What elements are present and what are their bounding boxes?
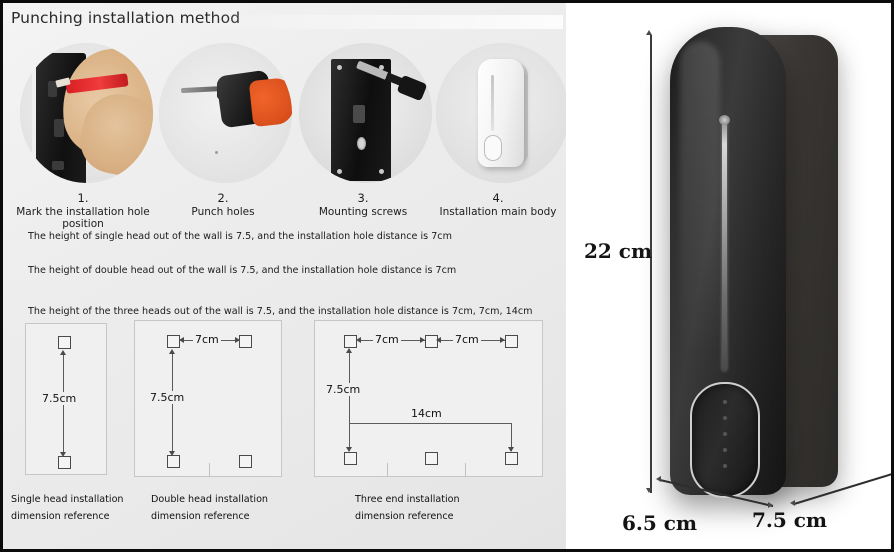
- arrow-up-icon: [169, 349, 175, 354]
- dispenser-pump-button: [484, 135, 502, 161]
- drill-housing-icon: [248, 76, 292, 128]
- single-head-diagram: 7.5cm: [25, 323, 107, 475]
- step-3-caption: 3. Mounting screws: [293, 191, 433, 218]
- title-fade-decoration: [203, 15, 563, 29]
- double-head-label-line1: Double head installation: [151, 494, 269, 505]
- divider: [209, 463, 210, 477]
- step-4-caption: 4. Installation main body: [427, 191, 566, 218]
- step-4-image: [436, 43, 566, 183]
- arrow-down-icon: [346, 447, 352, 452]
- double-head-label-line2: dimension reference: [151, 511, 250, 522]
- dimension-height: 22 cm: [584, 239, 653, 263]
- hole-marker: [344, 452, 357, 465]
- product-level-window: [722, 119, 727, 371]
- step-2-image: [159, 43, 292, 183]
- dim-7-5cm: 7.5cm: [40, 392, 79, 405]
- note-three-head: The height of the three heads out of the…: [28, 306, 533, 317]
- arrow-right-icon: [235, 337, 240, 343]
- wall-mark-dot: [215, 151, 218, 154]
- three-end-label-line2: dimension reference: [355, 511, 454, 522]
- step-1-image: [20, 43, 153, 183]
- arrow-up-icon: [60, 350, 66, 355]
- divider: [387, 463, 388, 477]
- product-photo: [670, 27, 838, 498]
- span-line: [349, 423, 511, 424]
- hole-marker: [239, 335, 252, 348]
- hole-marker: [425, 452, 438, 465]
- single-head-label-line1: Single head installation: [11, 494, 124, 505]
- note-single-head: The height of single head out of the wal…: [28, 231, 452, 242]
- dim-7cm: 7cm: [193, 333, 221, 346]
- arrow-down-icon: [60, 452, 66, 457]
- wall-edge: [32, 53, 38, 183]
- installation-instructions-panel: Punching installation method: [0, 3, 566, 549]
- divider: [465, 463, 466, 477]
- step-2-caption: 2. Punch holes: [163, 191, 283, 218]
- step-2-label: Punch holes: [191, 206, 255, 218]
- dimension-line: [349, 352, 350, 450]
- step-1-label: Mark the installation hole position: [16, 206, 150, 230]
- dim-14cm: 14cm: [409, 407, 444, 420]
- dimension-width: 6.5 cm: [622, 511, 698, 535]
- product-front-face: [670, 27, 786, 495]
- arrow-right-icon: [500, 337, 505, 343]
- arrow-left-icon: [790, 500, 795, 506]
- hole-marker: [505, 335, 518, 348]
- three-end-diagram: 7cm 7cm 7.5cm 14cm: [314, 320, 543, 477]
- hole-marker: [505, 452, 518, 465]
- dispenser-window: [491, 75, 494, 131]
- product-dimensions-panel: 22 cm 6.5 cm 7.5 cm: [566, 3, 894, 549]
- single-head-label-line2: dimension reference: [11, 511, 110, 522]
- dim-7cm-left: 7cm: [373, 333, 401, 346]
- hole-marker: [58, 336, 71, 349]
- hole-marker: [167, 455, 180, 468]
- span-line: [511, 423, 512, 451]
- product-highlight: [680, 41, 720, 361]
- product-pump-button: [690, 382, 760, 498]
- dimension-depth: 7.5 cm: [752, 508, 828, 532]
- arrow-left-icon: [436, 337, 441, 343]
- hole-marker: [239, 455, 252, 468]
- step-3-number: 3.: [357, 191, 369, 205]
- dim-7-5cm: 7.5cm: [324, 383, 363, 396]
- double-head-diagram: 7cm 7.5cm: [134, 320, 282, 477]
- arrow-left-icon: [656, 476, 661, 482]
- three-end-label: Three end installation dimension referen…: [355, 491, 460, 525]
- step-4-number: 4.: [492, 191, 504, 205]
- arrow-up-icon: [646, 30, 652, 35]
- height-dimension-line: [650, 35, 652, 493]
- arrow-down-icon: [508, 447, 514, 452]
- double-head-label: Double head installation dimension refer…: [151, 491, 268, 525]
- arrow-left-icon: [179, 337, 184, 343]
- arrow-left-icon: [356, 337, 361, 343]
- single-head-label: Single head installation dimension refer…: [11, 491, 124, 525]
- step-2-number: 2.: [217, 191, 229, 205]
- dim-7cm-right: 7cm: [453, 333, 481, 346]
- arrow-up-icon: [346, 348, 352, 353]
- hole-marker: [58, 456, 71, 469]
- step-3-image: [299, 43, 432, 183]
- step-images-row: [9, 43, 566, 193]
- arrow-down-icon: [169, 451, 175, 456]
- dim-7-5cm: 7.5cm: [148, 391, 187, 404]
- step-4-label: Installation main body: [439, 206, 557, 218]
- arrow-down-icon: [646, 488, 652, 493]
- arrow-right-icon: [768, 502, 773, 508]
- page-title: Punching installation method: [11, 9, 241, 27]
- step-1-number: 1.: [77, 191, 89, 205]
- plate-latch: [353, 105, 365, 123]
- note-double-head: The height of double head out of the wal…: [28, 265, 457, 276]
- step-captions: 1. Mark the installation hole position 2…: [3, 191, 566, 230]
- arrow-right-icon: [420, 337, 425, 343]
- step-3-label: Mounting screws: [318, 206, 408, 218]
- three-end-label-line1: Three end installation: [355, 494, 460, 505]
- step-1-caption: 1. Mark the installation hole position: [3, 191, 163, 230]
- product-window-top: [719, 115, 730, 125]
